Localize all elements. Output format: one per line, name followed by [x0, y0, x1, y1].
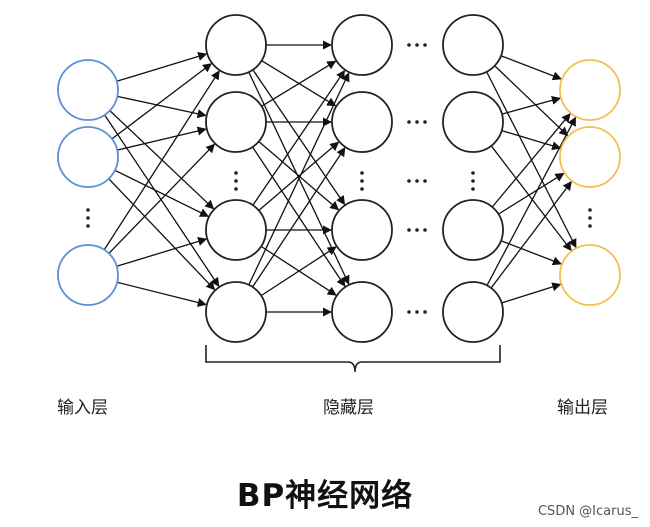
vertical-ellipsis-icon	[86, 224, 90, 228]
hidden3-node	[442, 14, 504, 76]
hidden-hidden-edge	[252, 147, 346, 288]
output-node	[559, 126, 621, 188]
hidden-output-edge	[490, 145, 572, 252]
horizontal-ellipsis-icon	[407, 43, 411, 47]
vertical-ellipsis-icon	[471, 179, 475, 183]
hidden-output-edge	[491, 113, 571, 208]
watermark: CSDN @Icarus_	[537, 504, 638, 519]
horizontal-ellipsis-icon	[423, 43, 427, 47]
hidden3-node	[442, 199, 504, 261]
input-node	[57, 59, 119, 121]
vertical-ellipsis-icon	[234, 179, 238, 183]
hidden-output-edge	[500, 240, 562, 266]
output-node	[559, 244, 621, 306]
hidden-layer-label: 隐藏层	[323, 398, 374, 418]
horizontal-ellipsis-icon	[407, 179, 411, 183]
input-node	[57, 244, 119, 306]
vertical-ellipsis-icon	[360, 187, 364, 191]
hidden-output-edge	[501, 282, 562, 304]
input-hidden-edge	[114, 169, 210, 217]
hidden-output-edge	[501, 129, 562, 151]
input-hidden-edge	[103, 70, 220, 251]
hidden3-node	[442, 281, 504, 343]
horizontal-ellipsis-icon	[423, 179, 427, 183]
horizontal-ellipsis-icon	[407, 120, 411, 124]
hidden3-node	[442, 91, 504, 153]
horizontal-ellipsis-icon	[423, 310, 427, 314]
hidden-hidden-edge	[261, 60, 337, 107]
hidden1-node	[205, 91, 267, 153]
output-node	[559, 59, 621, 121]
input-layer-label: 输入层	[57, 398, 108, 418]
input-hidden-edge	[116, 281, 207, 307]
connection-edges	[103, 40, 577, 317]
vertical-ellipsis-icon	[360, 179, 364, 183]
hidden-output-edge	[486, 116, 577, 286]
hidden1-node	[205, 281, 267, 343]
horizontal-ellipsis-icon	[415, 43, 419, 47]
vertical-ellipsis-icon	[360, 171, 364, 175]
hidden-output-edge	[494, 65, 569, 137]
horizontal-ellipsis-icon	[407, 228, 411, 232]
hidden2-node	[331, 199, 393, 261]
input-node	[57, 126, 119, 188]
input-hidden-edge	[108, 143, 216, 254]
input-hidden-edge	[111, 63, 213, 140]
output-layer-label: 输出层	[557, 398, 608, 418]
hidden-hidden-edge	[248, 72, 350, 286]
hidden-output-edge	[500, 55, 562, 81]
hidden2-node	[331, 14, 393, 76]
vertical-ellipsis-icon	[234, 187, 238, 191]
horizontal-ellipsis-icon	[415, 120, 419, 124]
input-hidden-edge	[104, 114, 220, 287]
input-hidden-edge	[116, 237, 208, 267]
horizontal-ellipsis-icon	[415, 310, 419, 314]
hidden1-node	[205, 14, 267, 76]
hidden2-node	[331, 91, 393, 153]
horizontal-ellipsis-icon	[407, 310, 411, 314]
vertical-ellipsis-icon	[234, 171, 238, 175]
hidden-output-edge	[498, 172, 565, 215]
vertical-ellipsis-icon	[86, 216, 90, 220]
input-hidden-edge	[117, 95, 207, 119]
vertical-ellipsis-icon	[588, 216, 592, 220]
input-hidden-edge	[108, 178, 216, 291]
diagram-title: BP神经网络	[236, 478, 414, 514]
ellipsis-marks	[86, 43, 592, 314]
hidden-layer-brace	[205, 345, 501, 373]
vertical-ellipsis-icon	[471, 187, 475, 191]
horizontal-ellipsis-icon	[415, 228, 419, 232]
vertical-ellipsis-icon	[588, 224, 592, 228]
input-hidden-edge	[117, 126, 207, 151]
neuron-nodes	[57, 14, 621, 343]
hidden-output-edge	[501, 95, 561, 115]
hidden1-node	[205, 199, 267, 261]
hidden-hidden-edge	[258, 141, 340, 211]
input-hidden-edge	[116, 52, 208, 82]
hidden2-node	[331, 281, 393, 343]
horizontal-ellipsis-icon	[423, 120, 427, 124]
horizontal-ellipsis-icon	[415, 179, 419, 183]
hidden-output-edge	[490, 181, 572, 289]
hidden-hidden-edge	[252, 69, 346, 206]
vertical-ellipsis-icon	[588, 208, 592, 212]
hidden-hidden-edge	[260, 246, 337, 297]
vertical-ellipsis-icon	[86, 208, 90, 212]
horizontal-ellipsis-icon	[423, 228, 427, 232]
vertical-ellipsis-icon	[471, 171, 475, 175]
